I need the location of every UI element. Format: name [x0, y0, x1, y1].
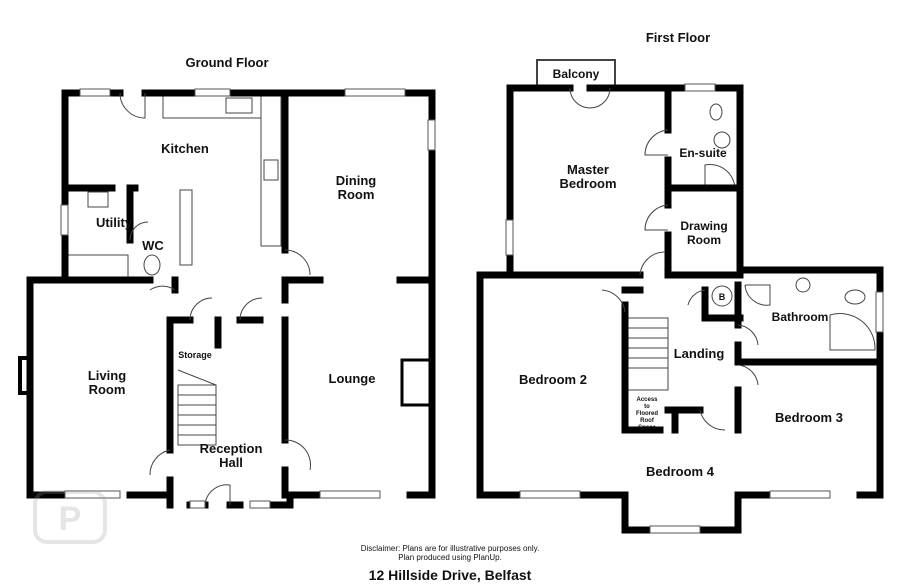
- propertypal-watermark: P: [33, 490, 107, 544]
- ground-floor-plan: [18, 88, 436, 509]
- room-living-line1: Living: [88, 368, 126, 383]
- sink-icon: [225, 97, 253, 114]
- boiler-label: B: [719, 292, 726, 302]
- window: [194, 88, 231, 97]
- kitchen-unit: [179, 189, 193, 266]
- door: [737, 364, 759, 386]
- window: [249, 500, 271, 509]
- access-label-5: Space: [638, 425, 656, 431]
- room-dining-line1: Dining: [336, 173, 376, 188]
- room-master-line2: Bedroom: [559, 176, 616, 191]
- door: [644, 204, 669, 231]
- door: [687, 289, 706, 306]
- door: [239, 297, 263, 321]
- ground-inner-walls: [61, 89, 436, 499]
- window: [60, 204, 69, 236]
- room-wc: WC: [142, 238, 164, 253]
- utility-worktop: [67, 254, 129, 278]
- bath-shower-icon: [744, 284, 771, 306]
- room-master-line1: Master: [567, 162, 609, 177]
- room-storage: Storage: [178, 350, 212, 360]
- first-stairs: [627, 317, 669, 391]
- first-outer-walls: [476, 84, 884, 534]
- window: [519, 490, 581, 499]
- window: [769, 490, 831, 499]
- room-bathroom: Bathroom: [772, 310, 829, 324]
- room-bedroom-3: Bedroom 3: [775, 410, 843, 425]
- room-ensuite: En-suite: [679, 146, 727, 160]
- room-drawing-line1: Drawing: [680, 219, 727, 233]
- door: [284, 439, 311, 471]
- window: [79, 88, 111, 97]
- first-inner-walls: [506, 84, 884, 434]
- window: [189, 500, 206, 509]
- first-floor-title: First Floor: [646, 30, 710, 45]
- property-address: 12 Hillside Drive, Belfast: [369, 567, 532, 583]
- lounge-fireplace: [400, 358, 434, 407]
- window: [649, 525, 701, 534]
- svg-text:P: P: [59, 500, 82, 538]
- door: [601, 289, 626, 313]
- room-bedroom-2: Bedroom 2: [519, 372, 587, 387]
- access-label-3: Floored: [636, 411, 658, 417]
- room-utility: Utility: [96, 215, 133, 230]
- window: [684, 83, 716, 92]
- door: [129, 221, 149, 241]
- room-bedroom-4: Bedroom 4: [646, 464, 715, 479]
- kitchen-worktop-top: [162, 95, 262, 119]
- room-dining-line2: Room: [338, 187, 375, 202]
- window: [344, 88, 406, 97]
- room-reception-line2: Hall: [219, 455, 243, 470]
- door: [149, 449, 171, 476]
- bathroom-toilet-icon: [844, 289, 866, 305]
- door: [149, 285, 176, 291]
- ensuite-toilet-icon: [709, 103, 723, 121]
- utility-sink-icon: [87, 191, 109, 208]
- door: [284, 249, 311, 276]
- balcony-outline: [536, 59, 616, 88]
- door: [737, 324, 759, 346]
- bathroom-basin-icon: [795, 277, 811, 293]
- window: [427, 119, 436, 151]
- first-floor-plan: [476, 59, 884, 534]
- access-label-4: Roof: [640, 418, 655, 424]
- disclaimer-line1: Disclaimer: Plans are for illustrative p…: [361, 544, 540, 553]
- door: [189, 297, 213, 321]
- ground-stairs: [177, 369, 217, 446]
- room-lounge: Lounge: [329, 371, 376, 386]
- door: [644, 129, 669, 156]
- front-door: [204, 484, 231, 506]
- access-label-1: Access: [636, 397, 658, 403]
- room-kitchen: Kitchen: [161, 141, 209, 156]
- balcony-doors: [569, 87, 611, 109]
- ensuite-basin-icon: [713, 131, 731, 149]
- window: [64, 490, 121, 499]
- room-landing: Landing: [674, 346, 725, 361]
- toilet-icon: [143, 254, 161, 276]
- hob-icon: [263, 159, 279, 181]
- room-reception-line1: Reception: [200, 441, 263, 456]
- disclaimer-line2: Plan produced using PlanUp.: [398, 553, 502, 562]
- boiler-icon: [711, 285, 733, 307]
- window: [505, 219, 514, 256]
- room-drawing-line2: Room: [687, 233, 721, 247]
- room-balcony: Balcony: [553, 67, 600, 81]
- window: [319, 490, 381, 499]
- room-living-line2: Room: [89, 382, 126, 397]
- door: [699, 409, 726, 431]
- corner-bath-icon: [829, 313, 876, 351]
- ground-floor-title: Ground Floor: [185, 55, 268, 70]
- door: [119, 92, 146, 119]
- door: [639, 251, 666, 276]
- window: [875, 291, 884, 333]
- access-label-2: to: [644, 404, 650, 410]
